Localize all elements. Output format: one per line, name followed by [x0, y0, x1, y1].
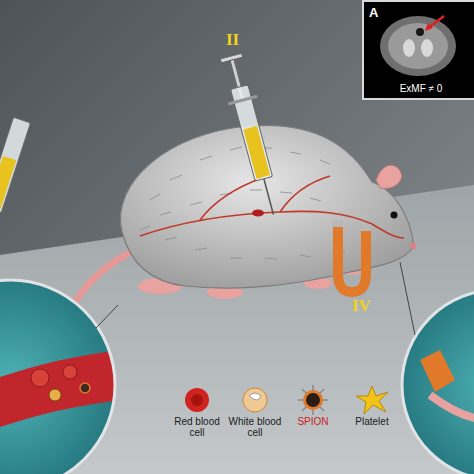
syringe [0, 117, 31, 246]
red-blood-cell-icon [185, 388, 209, 412]
legend-text: SPION [285, 416, 341, 427]
magnet-pole [361, 224, 371, 231]
brain-slice [380, 16, 456, 76]
rat-ear [376, 165, 402, 188]
spion-spot [416, 28, 424, 36]
ventricle [421, 39, 433, 57]
magnet [338, 226, 366, 292]
zoom-circle [402, 290, 474, 474]
ventricle [403, 39, 415, 57]
legend-item: Red blood cell [169, 416, 225, 438]
fur-strokes [140, 147, 345, 259]
legend-item: White blood cell [227, 416, 283, 438]
zoom-leader [96, 305, 118, 328]
legend-text: Red blood cell [169, 416, 225, 438]
zoom-border [402, 290, 474, 474]
zoom-border [0, 280, 115, 474]
panel-caption: ExMF ≠ 0 [364, 83, 474, 94]
brain-tissue [388, 23, 448, 69]
injection-site [252, 210, 264, 217]
legend-text: Platelet [344, 416, 400, 427]
zoom-leader [400, 262, 415, 335]
platelet-icon [356, 386, 388, 414]
white-blood-cell-icon [243, 388, 267, 412]
panel-letter: A [369, 5, 378, 20]
callout-numeral: IV [352, 296, 371, 316]
rat-eye [391, 212, 398, 219]
rat-nose [410, 243, 416, 249]
magnet-zoom [420, 350, 474, 420]
legend-item: Platelet [344, 416, 400, 427]
pointer-arrowhead [425, 23, 433, 31]
blood-vessel [140, 176, 404, 238]
inset-panel: A ExMF ≠ 0 [362, 0, 474, 100]
legend-item: SPION [285, 416, 341, 427]
vessel-zoom [0, 350, 120, 470]
callout-numeral: II [226, 30, 239, 50]
spion-icon [298, 385, 328, 415]
magnet-pole [333, 220, 343, 227]
legend-text: White blood cell [227, 416, 283, 438]
syringe [216, 52, 287, 218]
